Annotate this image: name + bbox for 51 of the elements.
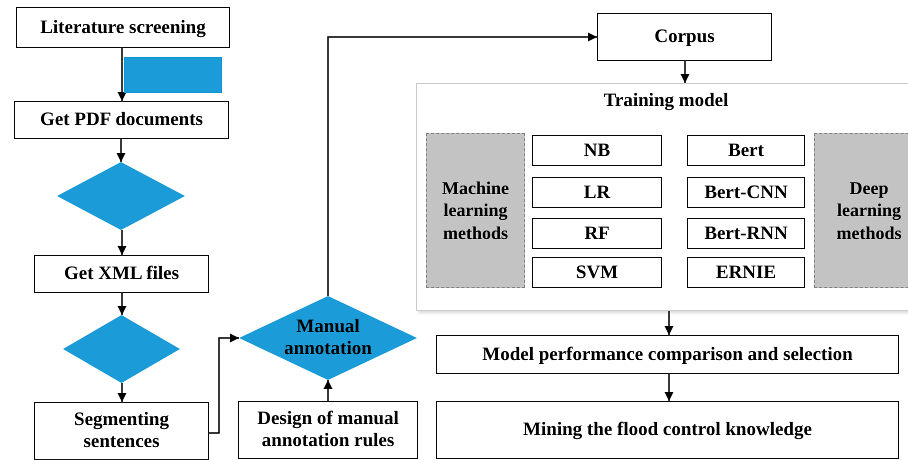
arrow xyxy=(209,334,239,434)
node-label: Get PDF documents xyxy=(40,109,203,131)
arrow xyxy=(664,374,674,401)
arrow xyxy=(664,311,674,335)
arrow xyxy=(680,61,690,83)
process-box xyxy=(436,335,899,374)
process-box xyxy=(14,101,229,139)
arrow xyxy=(118,383,126,402)
process-box xyxy=(532,135,662,166)
category-box xyxy=(426,133,525,288)
panel-title: Training model xyxy=(604,90,728,112)
arrow xyxy=(327,32,597,296)
node-label: Bert-CNN xyxy=(704,182,788,204)
node-label: Design of manual annotation rules xyxy=(256,408,400,452)
arrow xyxy=(116,139,126,162)
category-box xyxy=(814,133,908,288)
tag-box xyxy=(124,57,222,93)
process-box xyxy=(532,218,662,249)
arrow xyxy=(118,230,126,255)
group-panel xyxy=(416,83,908,311)
process-box xyxy=(597,13,772,61)
process-box xyxy=(34,255,209,293)
process-box xyxy=(532,177,662,208)
node-label: Machine learning methods xyxy=(441,176,510,244)
process-box xyxy=(238,401,418,459)
node-label: Literature screening xyxy=(40,16,206,38)
arrow xyxy=(118,293,126,315)
node-label: Bert-RNN xyxy=(704,222,788,244)
process-box xyxy=(436,401,899,459)
arrow xyxy=(118,48,126,101)
node-label: Deep learning methods xyxy=(835,176,902,244)
node-label: Bert xyxy=(728,140,764,162)
node-label: Corpus xyxy=(654,26,715,48)
node-label: Mining the flood control knowledge xyxy=(523,419,812,441)
process-box xyxy=(532,257,662,288)
process-box xyxy=(687,257,805,288)
node-label: NB xyxy=(584,140,610,162)
node-label: Get XML files xyxy=(64,263,180,285)
node-label: RF xyxy=(584,222,610,244)
node-label: Segmenting sentences xyxy=(73,409,170,453)
node-label: Model performance comparison and selection xyxy=(482,344,853,366)
process-box xyxy=(687,135,805,166)
process-box xyxy=(687,218,805,249)
node-label: Manual annotation xyxy=(283,316,373,360)
node-label: ERNIE xyxy=(716,262,776,284)
process-box xyxy=(34,402,209,460)
process-box xyxy=(16,7,230,48)
node-label: SVM xyxy=(576,262,618,284)
arrow xyxy=(324,380,332,401)
node-label: LR xyxy=(584,182,610,204)
process-box xyxy=(687,177,805,208)
